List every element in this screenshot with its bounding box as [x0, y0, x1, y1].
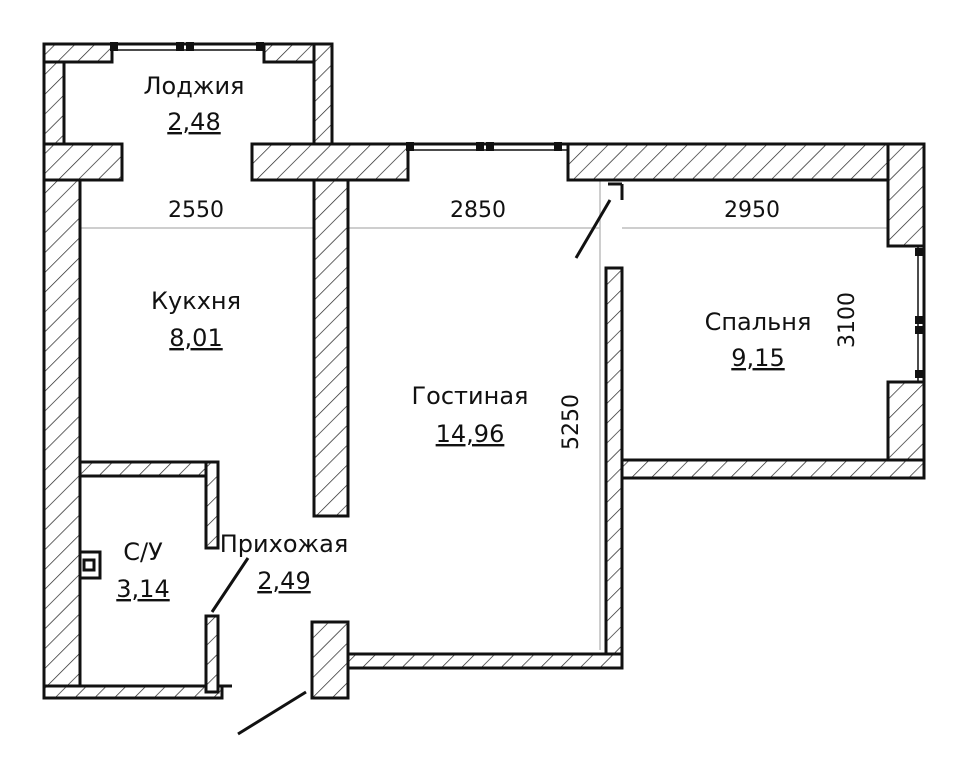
living-top-wall-right [566, 142, 926, 182]
room-kitchen: Кукхня 8,01 [151, 287, 241, 352]
room-bathroom: С/У 3,14 [116, 538, 169, 603]
dimension-kitchen-width: 2550 [168, 198, 224, 223]
bathroom-bottom-wall [42, 684, 224, 700]
bathroom-right-wall-top [204, 460, 220, 550]
living-window [406, 142, 568, 151]
bedroom-door [574, 199, 612, 259]
dimension-living-depth: 5250 [559, 394, 584, 450]
room-name-hallway: Прихожая [220, 530, 349, 558]
loggia-top-wall-left [42, 42, 114, 64]
dimension-guides [80, 180, 888, 650]
room-bedroom: Спальня 9,15 [705, 308, 812, 372]
bedroom-right-wall-top [886, 142, 926, 248]
room-area-bedroom: 9,15 [731, 344, 784, 372]
living-bedroom-wall [604, 266, 624, 662]
bathroom-top-wall [78, 460, 220, 478]
living-bottom-wall [346, 652, 624, 670]
room-area-loggia: 2,48 [167, 108, 220, 136]
room-name-kitchen: Кукхня [151, 287, 241, 315]
room-name-living: Гостиная [412, 382, 529, 410]
room-name-bedroom: Спальня [705, 308, 812, 336]
walls [42, 42, 926, 700]
bathroom-door [210, 557, 250, 613]
room-area-bathroom: 3,14 [116, 575, 169, 603]
entrance-jamb [310, 620, 350, 700]
room-area-kitchen: 8,01 [169, 324, 222, 352]
outer-left-wall [42, 142, 82, 700]
kitchen-top-wall-right [250, 142, 410, 182]
room-loggia: Лоджия 2,48 [144, 72, 245, 136]
dimension-living-width: 2850 [450, 198, 506, 223]
dimension-bedroom-depth: 3100 [835, 292, 860, 348]
room-area-living: 14,96 [436, 420, 505, 448]
loggia-right-wall [312, 42, 334, 146]
room-name-bathroom: С/У [123, 538, 163, 566]
room-area-hallway: 2,49 [257, 567, 310, 595]
room-name-loggia: Лоджия [144, 72, 245, 100]
bedroom-bottom-wall [620, 458, 926, 480]
bedroom-window [915, 246, 926, 382]
loggia-window [110, 42, 264, 51]
doors [210, 182, 624, 736]
dimension-bedroom-width: 2950 [724, 198, 780, 223]
bathroom-right-wall-bottom [204, 614, 220, 694]
room-hallway: Прихожая 2,49 [220, 530, 349, 595]
kitchen-living-wall [312, 178, 350, 518]
ventilation-shaft [78, 550, 102, 580]
kitchen-top-wall-left [42, 142, 124, 182]
room-living: Гостиная 14,96 [412, 382, 529, 448]
entrance-door [237, 690, 307, 736]
